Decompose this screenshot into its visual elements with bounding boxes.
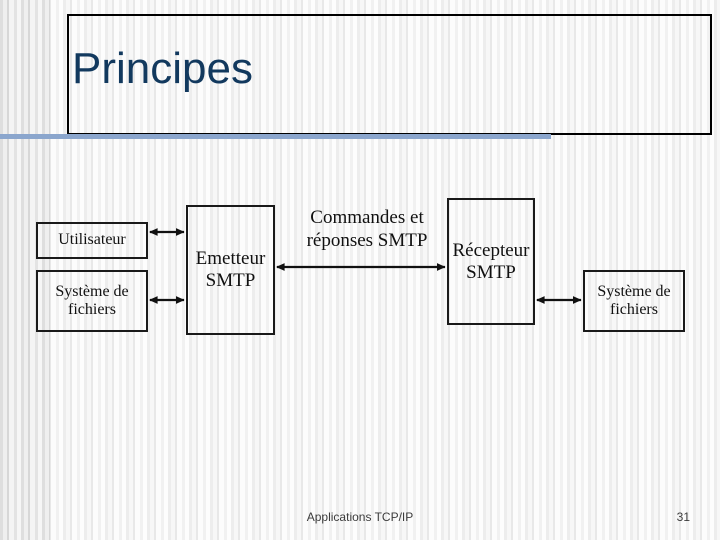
title-underline-rule: [0, 134, 551, 139]
footer-text: Applications TCP/IP: [306, 510, 414, 524]
diagram-box-file-system-right: Système de fichiers: [583, 270, 685, 332]
diagram-box-utilisateur: Utilisateur: [36, 222, 148, 259]
page-title: Principes: [72, 44, 253, 93]
diagram-box-file-system-left: Système de fichiers: [36, 270, 148, 332]
diagram-box-sender-smtp: Emetteur SMTP: [186, 205, 275, 335]
diagram-connector-label: Commandes et réponses SMTP: [306, 207, 428, 252]
footer-page-number: 31: [676, 510, 690, 524]
diagram-box-receiver-smtp: Récepteur SMTP: [447, 198, 535, 325]
